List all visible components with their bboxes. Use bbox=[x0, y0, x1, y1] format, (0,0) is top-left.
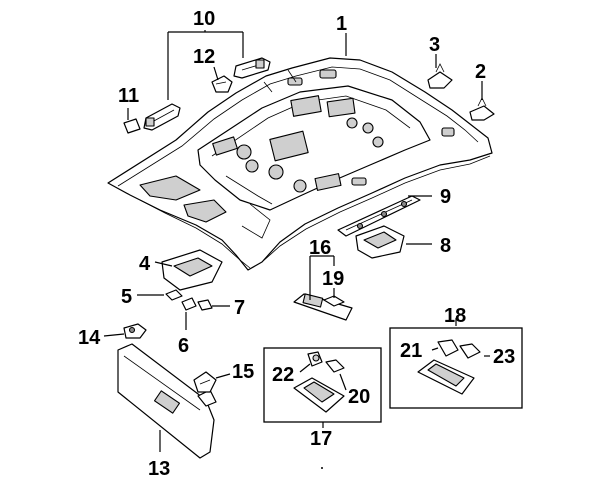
part-13-sun-visor bbox=[117, 343, 217, 459]
part-16-map-lamp bbox=[293, 293, 353, 321]
callout-19: 19 bbox=[322, 268, 344, 290]
part-4-console bbox=[161, 249, 223, 291]
part-15-visor-clip bbox=[193, 371, 217, 393]
part-22-bulb bbox=[307, 351, 323, 367]
part-17-lamp-assembly bbox=[293, 377, 345, 413]
callout-11: 11 bbox=[118, 85, 139, 107]
part-21-bulb bbox=[437, 339, 459, 357]
part-10-grab-handle-left bbox=[143, 103, 181, 131]
leader-lines bbox=[103, 30, 490, 452]
callout-4: 4 bbox=[139, 253, 151, 275]
part-6-bulb bbox=[181, 297, 197, 311]
callout-15: 15 bbox=[232, 361, 254, 383]
part-14-visor-bracket bbox=[123, 323, 147, 339]
part-3-hook bbox=[427, 63, 453, 89]
part-18-lamp-assembly bbox=[417, 359, 475, 395]
callout-20: 20 bbox=[348, 386, 370, 408]
part-19-lens bbox=[323, 295, 345, 307]
callout-3: 3 bbox=[429, 34, 440, 56]
callout-22: 22 bbox=[272, 364, 294, 386]
part-9-trim-strip bbox=[337, 195, 421, 237]
stray-dot bbox=[321, 467, 323, 469]
callout-16: 16 bbox=[309, 237, 331, 259]
part-12-cap bbox=[211, 75, 233, 93]
callout-8: 8 bbox=[440, 235, 451, 257]
callout-13: 13 bbox=[148, 458, 170, 480]
part-7-clip bbox=[197, 299, 213, 311]
callout-1: 1 bbox=[336, 13, 347, 35]
callout-12: 12 bbox=[193, 46, 215, 68]
part-18-group-box bbox=[389, 327, 523, 409]
callout-2: 2 bbox=[475, 61, 486, 83]
callout-9: 9 bbox=[440, 186, 451, 208]
callout-23: 23 bbox=[493, 346, 515, 368]
callout-14: 14 bbox=[78, 327, 101, 349]
callout-17: 17 bbox=[310, 428, 332, 450]
part-20-lens bbox=[325, 359, 345, 373]
part-11-clip bbox=[123, 118, 141, 134]
headliner-panel bbox=[107, 57, 493, 271]
callout-7: 7 bbox=[234, 297, 245, 319]
part-8-dome-lamp bbox=[355, 225, 405, 259]
callout-10: 10 bbox=[193, 8, 215, 30]
callout-6: 6 bbox=[178, 335, 189, 357]
callout-21: 21 bbox=[400, 340, 422, 362]
part-5-lens bbox=[165, 289, 183, 301]
part-10-grab-handle-right bbox=[233, 57, 271, 79]
callout-18: 18 bbox=[444, 305, 466, 327]
part-23-lens bbox=[459, 343, 481, 359]
part-2-hook bbox=[469, 97, 495, 121]
callout-5: 5 bbox=[121, 286, 132, 308]
